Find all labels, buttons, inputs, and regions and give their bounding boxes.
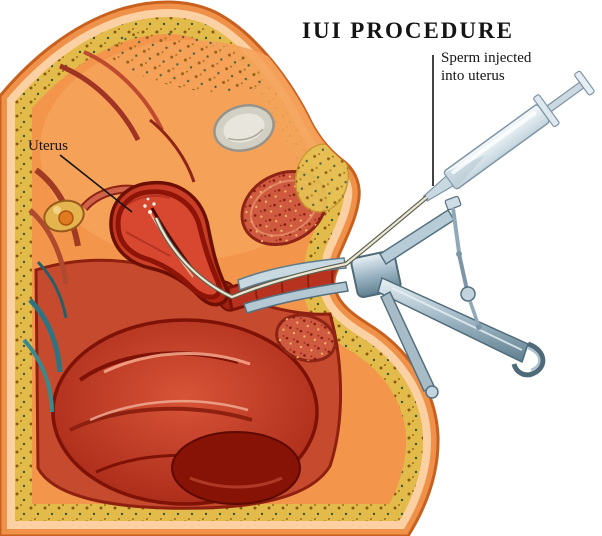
speculum-handle-hook-highlight: [527, 346, 541, 372]
syringe-inner-cone: [443, 155, 486, 190]
vein-line: [28, 298, 63, 373]
speculum-thumbscrew-head: [444, 195, 462, 211]
sperm-dot: [148, 210, 152, 214]
bladder-crease: [227, 128, 264, 141]
vessel-line: [59, 63, 141, 142]
speculum-thumbscrew-stem: [451, 207, 461, 253]
vessel-line: [149, 118, 196, 183]
syringe-thumb-disc: [574, 70, 595, 96]
sperm-dot: [143, 204, 147, 208]
speculum-handle-hook: [511, 341, 546, 378]
bladder-illustration: [213, 104, 275, 152]
sperm-dot: [152, 202, 156, 206]
speculum-adjust-stem: [468, 300, 480, 325]
bowel-highlight: [89, 399, 249, 422]
syringe-barrel-highlight: [451, 111, 537, 175]
speculum-illustration: [237, 195, 546, 399]
sperm-label-line1: Sperm injected: [441, 50, 532, 66]
myometrium-texture: [125, 231, 171, 257]
abdominal-fat-dots: [106, 31, 264, 93]
mons-fat-dots: [295, 144, 349, 212]
uterus-label: Uterus: [28, 138, 68, 154]
speculum-lower-arm: [380, 290, 435, 393]
rectum-highlight: [189, 476, 283, 489]
bowel-fold: [69, 406, 253, 432]
ischial-bone-speckle: [276, 315, 336, 361]
page-title: IUI PROCEDURE: [302, 18, 514, 43]
myometrium-texture: [127, 195, 171, 205]
sperm-dot: [146, 197, 150, 201]
bowel-highlight: [103, 352, 251, 374]
catheter-line: [143, 195, 429, 300]
sperm-label-line2: into uterus: [441, 68, 505, 84]
ovary-highlight: [53, 206, 61, 214]
speculum-handle-highlight: [391, 287, 523, 351]
speculum-lower-blade: [243, 281, 349, 314]
vein-line: [36, 260, 68, 319]
speculum-screw-ball: [476, 324, 482, 330]
tissue-detail-line: [28, 208, 69, 285]
rectum-illustration: [171, 431, 301, 505]
syringe-illustration: [422, 70, 595, 202]
speculum-upper-arm: [378, 208, 456, 266]
speculum-link-bar: [457, 253, 469, 291]
catheter-tube: [154, 196, 428, 299]
speculum-adjust-screw: [460, 286, 476, 302]
annotations: IUI PROCEDURE Uterus Sperm injected into…: [28, 18, 532, 213]
vessel-line: [83, 50, 164, 131]
syringe-plunger-rod: [546, 81, 585, 113]
speculum-knob: [425, 385, 439, 399]
uterus-pointer-line: [59, 154, 133, 213]
internal-anatomy: [22, 31, 350, 510]
ovary-follicle: [58, 210, 74, 226]
vein-line: [22, 338, 54, 413]
